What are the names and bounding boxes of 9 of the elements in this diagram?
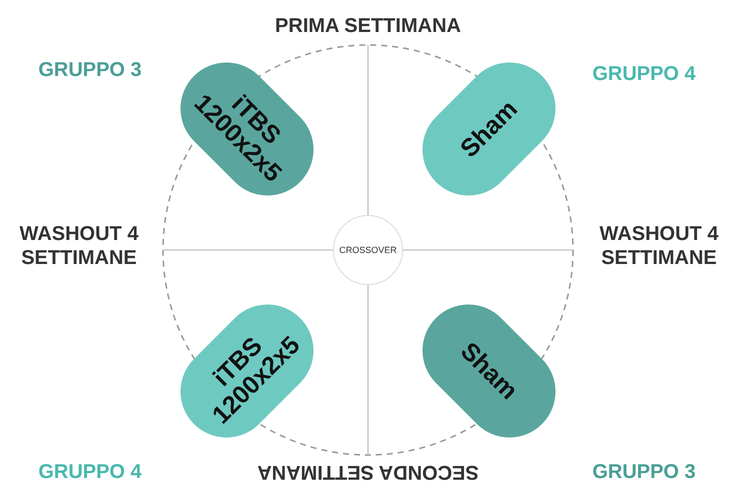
group-label: GRUPPO 4 bbox=[591, 62, 697, 86]
group-label: GRUPPO 3 bbox=[37, 58, 143, 82]
group-label: GRUPPO 3 bbox=[591, 460, 697, 484]
center-label: CROSSOVER bbox=[339, 245, 397, 255]
week-label: PRIMA SETTIMANA bbox=[274, 14, 462, 38]
group-label: GRUPPO 4 bbox=[37, 460, 143, 484]
week-label: SECONDA SETTIMANA bbox=[256, 460, 480, 484]
washout-label: WASHOUT 4 SETTIMANE bbox=[18, 222, 140, 270]
washout-label: WASHOUT 4 SETTIMANE bbox=[598, 222, 720, 270]
